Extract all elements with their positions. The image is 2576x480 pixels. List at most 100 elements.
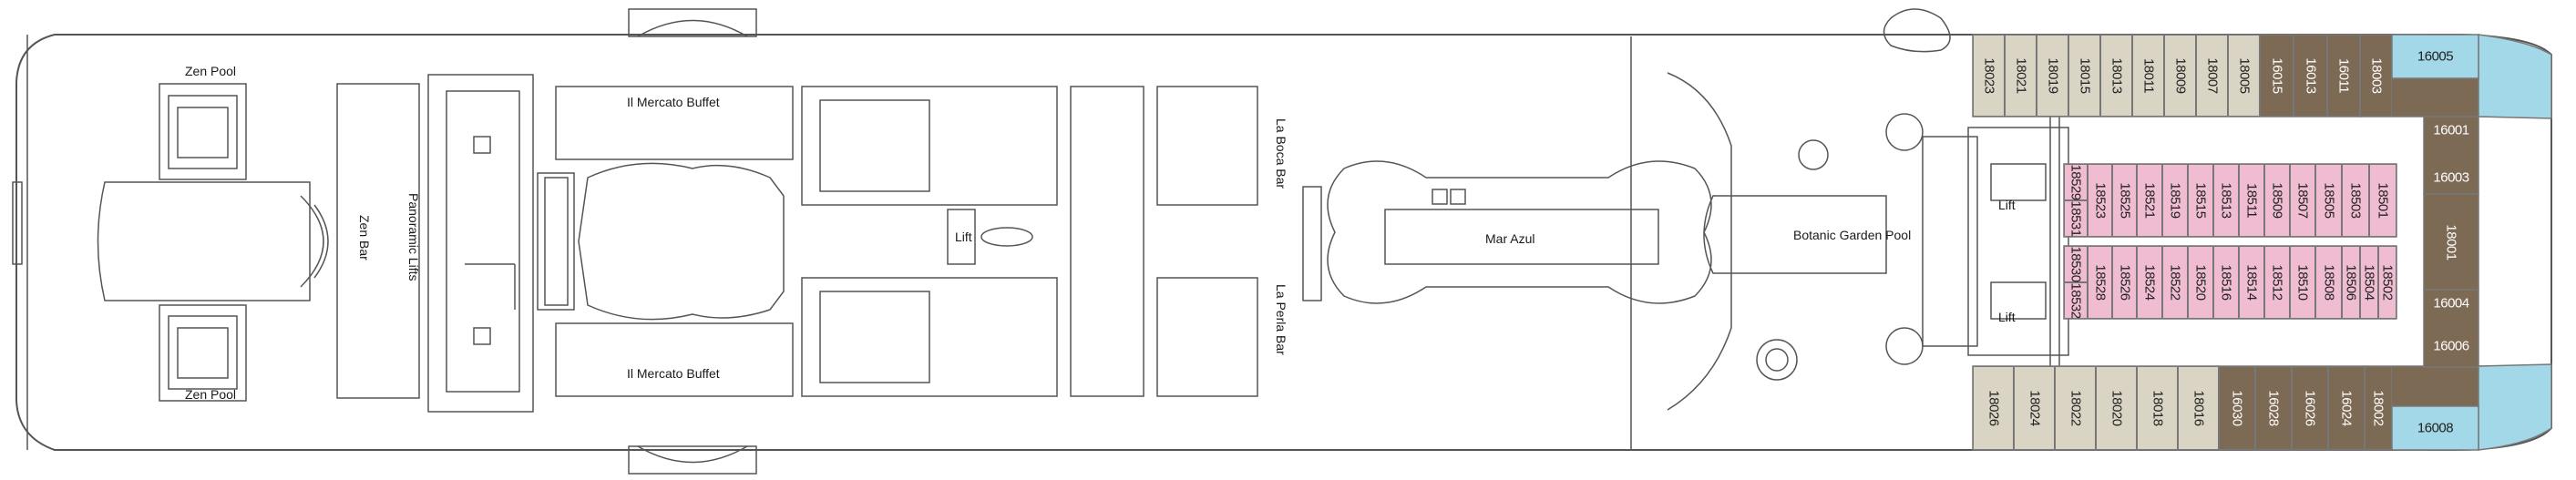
mar-azul-pool — [1327, 160, 1712, 304]
cabin-number: 16015 — [2269, 57, 2284, 94]
lift-fwd-label-bottom: Lift — [1998, 310, 2016, 324]
cabin[interactable]: 16013 — [2294, 35, 2327, 117]
cabin[interactable]: 18508 — [2315, 246, 2342, 319]
botanic-garden-pool-label: Botanic Garden Pool — [1793, 228, 1912, 242]
cabin[interactable]: 18011 — [2132, 35, 2164, 117]
suite-number: 16006 — [2433, 338, 2469, 354]
cabin-number: 16011 — [2335, 57, 2352, 94]
cabin[interactable]: 18502 — [2378, 246, 2396, 319]
cabin-number: 18526 — [2117, 264, 2132, 301]
cabin[interactable]: 18003 — [2360, 35, 2392, 117]
cabin-number: 18009 — [2172, 57, 2188, 94]
cabin[interactable]: 18519 — [2162, 164, 2188, 237]
cabin[interactable]: 18511 — [2239, 164, 2264, 237]
suite[interactable]: 16004 — [2424, 290, 2479, 317]
cabin[interactable]: 18020 — [2096, 366, 2137, 450]
cabin-number: 18508 — [2321, 264, 2336, 301]
lift-fwd-label-top: Lift — [1998, 198, 2016, 212]
cabin[interactable]: 18019 — [2037, 35, 2068, 117]
cabin[interactable]: 18515 — [2188, 164, 2213, 237]
cabin-number: 18022 — [2068, 390, 2083, 426]
suite[interactable]: 18001 — [2424, 194, 2479, 290]
aft-core — [336, 74, 575, 413]
cabin[interactable]: 18524 — [2137, 246, 2162, 319]
cabin[interactable]: 18002 — [2365, 366, 2392, 450]
midship-structures — [801, 86, 1322, 397]
cabin-number: 18531 — [2068, 200, 2084, 237]
cabin-number: 18024 — [2027, 390, 2042, 426]
cabin[interactable]: 18510 — [2290, 246, 2315, 319]
cabin[interactable]: 18009 — [2164, 35, 2196, 117]
cabin[interactable]: 18513 — [2213, 164, 2239, 237]
cabin-number: 18507 — [2294, 182, 2311, 219]
cabin[interactable]: 18503 — [2342, 164, 2369, 237]
cabin-number: 18019 — [2045, 57, 2060, 94]
cabin[interactable]: 18021 — [2005, 35, 2037, 117]
cabin[interactable]: 16024 — [2328, 366, 2365, 450]
cabin[interactable]: 18505 — [2315, 164, 2342, 237]
cabin[interactable]: 18015 — [2068, 35, 2100, 117]
cabin[interactable]: 16011 — [2327, 35, 2360, 117]
cabin[interactable]: 18504 — [2360, 246, 2378, 319]
suite[interactable]: 16005 — [2392, 35, 2479, 78]
cabin[interactable]: 18525 — [2112, 164, 2137, 237]
cabin-number: 18016 — [2191, 390, 2206, 426]
cabin-number: 18511 — [2243, 182, 2260, 219]
cabin-number: 18512 — [2269, 264, 2285, 301]
cabin-number: 18514 — [2243, 264, 2260, 301]
suite[interactable]: 16006 — [2424, 332, 2479, 360]
cabin[interactable]: 18509 — [2264, 164, 2290, 237]
cabin[interactable]: 18530 — [2064, 246, 2088, 282]
cabin[interactable]: 16030 — [2219, 366, 2255, 450]
suite[interactable]: 16008 — [2392, 406, 2479, 450]
cabin[interactable]: 18514 — [2239, 246, 2264, 319]
cabin-number: 18513 — [2218, 182, 2234, 219]
cabin-number: 18510 — [2294, 264, 2311, 301]
cabin[interactable]: 18520 — [2188, 246, 2213, 319]
cabin[interactable]: 18506 — [2342, 246, 2360, 319]
mercato-buffet — [555, 8, 794, 475]
cabin[interactable]: 18532 — [2064, 282, 2088, 319]
suite-number: 16005 — [2417, 48, 2454, 65]
cabin-number: 18501 — [2375, 182, 2391, 219]
cabin[interactable]: 18501 — [2369, 164, 2396, 237]
cabin[interactable]: 18522 — [2162, 246, 2188, 319]
suite-number: 16008 — [2417, 420, 2454, 436]
la-boca-bar-label: La Boca Bar — [1274, 118, 1288, 189]
cabin[interactable]: 18507 — [2290, 164, 2315, 237]
cabin[interactable]: 18516 — [2213, 246, 2239, 319]
cabin[interactable]: 18512 — [2264, 246, 2290, 319]
cabin-number: 18524 — [2141, 264, 2158, 301]
zen-pool-area — [97, 83, 329, 402]
cabin[interactable]: 16028 — [2255, 366, 2292, 450]
cabin[interactable]: 18022 — [2055, 366, 2096, 450]
cabin[interactable]: 18023 — [1973, 35, 2005, 117]
suite-number: 16004 — [2433, 295, 2469, 311]
suite[interactable]: 16001 — [2424, 117, 2479, 144]
cabin[interactable]: 18016 — [2178, 366, 2219, 450]
cabin[interactable]: 18529 — [2064, 164, 2088, 200]
cabin[interactable]: 18528 — [2088, 246, 2112, 319]
cabin-number: 18521 — [2141, 182, 2158, 219]
cabin-number: 18506 — [2343, 264, 2359, 301]
cabin-number: 18516 — [2218, 264, 2234, 301]
cabin-number: 18528 — [2092, 264, 2108, 301]
cabin-number: 16028 — [2265, 390, 2282, 426]
cabin[interactable]: 18531 — [2064, 200, 2088, 237]
cabin[interactable]: 18007 — [2196, 35, 2228, 117]
suite-number: 16003 — [2433, 169, 2469, 186]
cabin[interactable]: 18026 — [1973, 366, 2014, 450]
cabin-number: 18023 — [1981, 57, 1996, 94]
cabin[interactable]: 18013 — [2100, 35, 2132, 117]
cabin[interactable]: 18521 — [2137, 164, 2162, 237]
cabin[interactable]: 16015 — [2260, 35, 2294, 117]
cabin-number: 18529 — [2068, 164, 2084, 200]
lift-center-label: Lift — [955, 230, 972, 244]
cabin[interactable]: 18024 — [2014, 366, 2055, 450]
cabin[interactable]: 18526 — [2112, 246, 2137, 319]
cabin[interactable]: 18005 — [2228, 35, 2260, 117]
cabin[interactable]: 18523 — [2088, 164, 2112, 237]
suite[interactable]: 16003 — [2424, 164, 2479, 191]
cabin[interactable]: 16026 — [2292, 366, 2328, 450]
cabin[interactable]: 18018 — [2137, 366, 2178, 450]
